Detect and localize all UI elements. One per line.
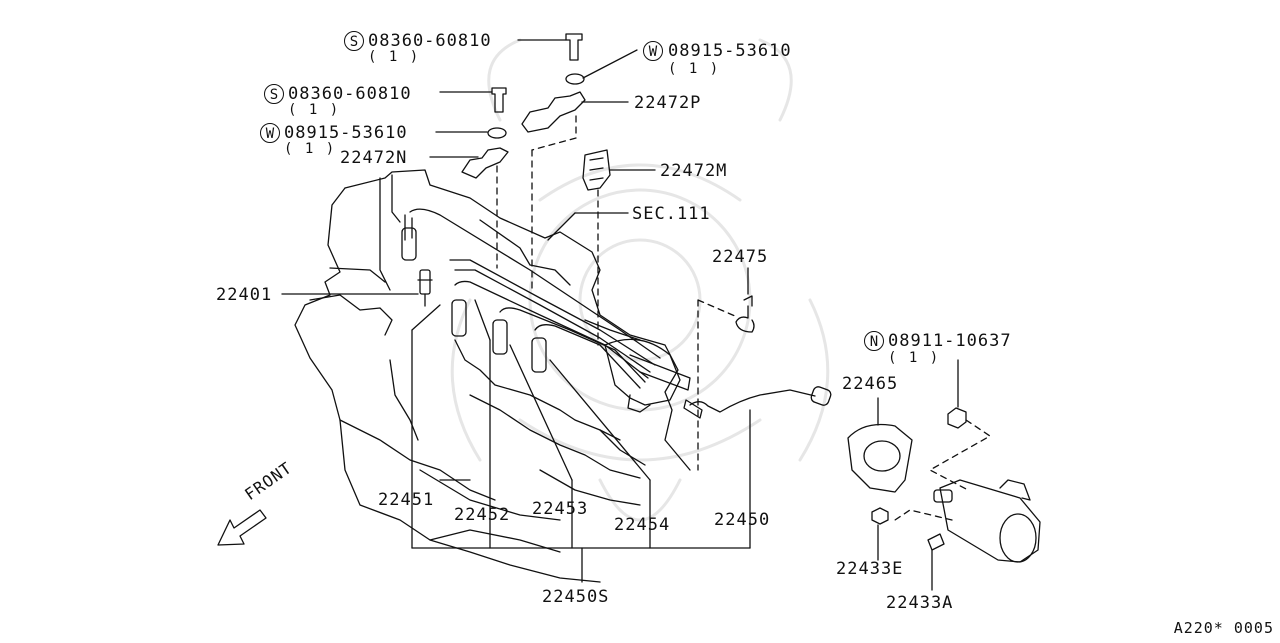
circle-s-icon: S bbox=[344, 31, 364, 51]
part-number-washer-top[interactable]: 08915-53610 bbox=[668, 41, 792, 61]
label-22433A[interactable]: 22433A bbox=[886, 593, 954, 613]
distributor-cap bbox=[604, 338, 681, 413]
engine-block bbox=[294, 169, 691, 583]
circle-s-icon: S bbox=[264, 84, 284, 104]
part-number-washer-left[interactable]: 08915-53610 bbox=[284, 123, 408, 143]
nut-08911 bbox=[929, 359, 991, 491]
watermark-emblem bbox=[450, 38, 830, 522]
label-22472P[interactable]: 22472P bbox=[634, 93, 702, 113]
label-22465[interactable]: 22465 bbox=[842, 374, 899, 394]
spark-plug-wires bbox=[404, 208, 691, 391]
label-22451[interactable]: 22451 bbox=[378, 490, 435, 510]
front-arrow-icon bbox=[217, 509, 267, 546]
part-number-bolt-top[interactable]: 08360-60810 bbox=[368, 31, 492, 51]
qty-bolt-top: ( 1 ) bbox=[368, 49, 421, 65]
coil-wire-22450 bbox=[683, 386, 832, 549]
label-22454[interactable]: 22454 bbox=[614, 515, 671, 535]
label-22401[interactable]: 22401 bbox=[216, 285, 273, 305]
label-sec111[interactable]: SEC.111 bbox=[632, 204, 711, 224]
bracket-22472N-assembly bbox=[429, 87, 509, 269]
ring-22465 bbox=[847, 397, 913, 493]
label-22453[interactable]: 22453 bbox=[532, 499, 589, 519]
sec111-leader bbox=[547, 212, 576, 241]
circle-w-icon: W bbox=[260, 123, 280, 143]
part-number-bolt-left[interactable]: 08360-60810 bbox=[288, 84, 412, 104]
label-22472N[interactable]: 22472N bbox=[340, 148, 408, 168]
part-number-nut[interactable]: 08911-10637 bbox=[888, 331, 1012, 351]
nut-22433E bbox=[871, 507, 889, 561]
plug-boots bbox=[401, 227, 547, 373]
label-22472M[interactable]: 22472M bbox=[660, 161, 728, 181]
spark-plug-22401 bbox=[281, 269, 433, 307]
qty-bolt-left: ( 1 ) bbox=[288, 102, 341, 118]
label-22450S[interactable]: 22450S bbox=[542, 587, 610, 607]
circle-n-icon: N bbox=[864, 331, 884, 351]
qty-nut: ( 1 ) bbox=[888, 350, 941, 366]
bracket-22472M bbox=[582, 149, 656, 346]
ignition-coil bbox=[894, 479, 1041, 563]
label-22433E[interactable]: 22433E bbox=[836, 559, 904, 579]
qty-washer-left: ( 1 ) bbox=[284, 141, 337, 157]
bracket-22472P-assembly bbox=[517, 33, 638, 293]
label-22452[interactable]: 22452 bbox=[454, 505, 511, 525]
leader-22450S bbox=[411, 299, 751, 583]
clip-22475 bbox=[697, 267, 755, 471]
label-22475[interactable]: 22475 bbox=[712, 247, 769, 267]
circle-w-icon: W bbox=[643, 41, 663, 61]
qty-washer-top: ( 1 ) bbox=[668, 61, 721, 77]
diagram-code: A220* 0005 bbox=[1173, 619, 1274, 637]
label-22450[interactable]: 22450 bbox=[714, 510, 771, 530]
